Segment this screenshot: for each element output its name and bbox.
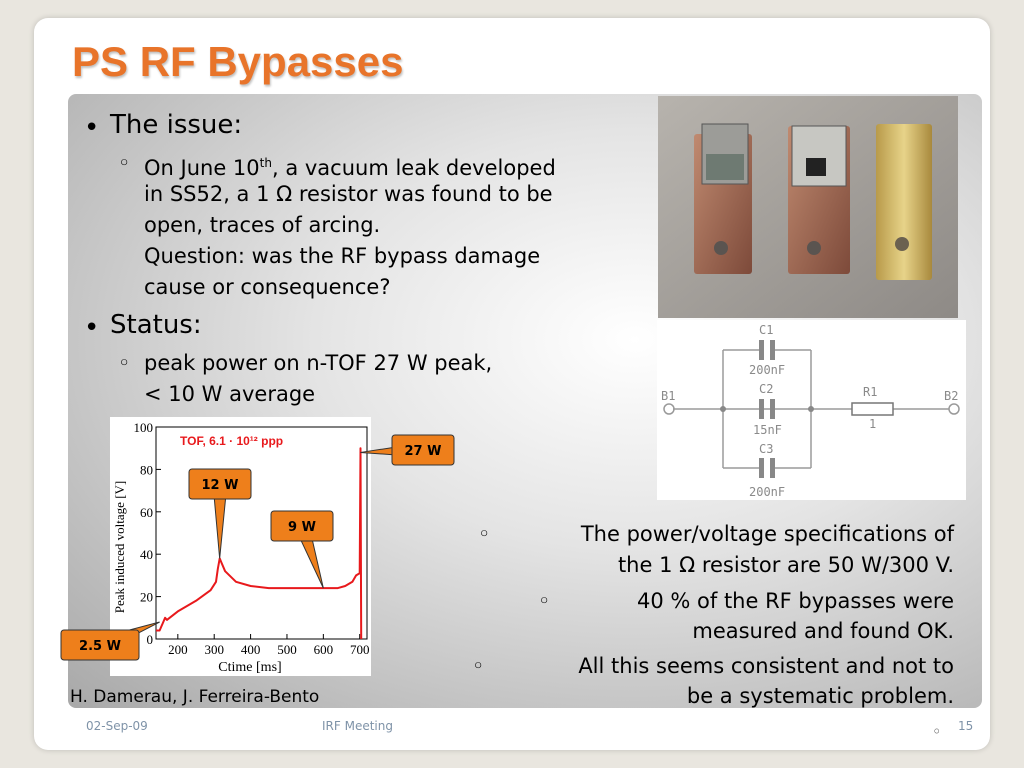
y-tick-label: 20 [140,590,153,605]
y-tick-label: 100 [134,420,154,435]
bullet-issue: The issue: [110,110,243,140]
footer-meeting: IRF Meeting [322,719,393,733]
chart-xlabel: Ctime [ms] [218,660,281,675]
sub-bullet-ring: ◦ [472,654,485,678]
note-3-line-1: All this seems consistent and not to [578,654,954,678]
x-tick-label: 400 [241,642,261,657]
voltage-chart: TOF, 6.1 · 10¹² ppp Ctime [ms] Peak indu… [110,417,371,676]
schematic-c1: C1 [759,323,773,337]
issue-line-1: On June 10th, a vacuum leak developed [144,156,556,180]
y-tick-label: 60 [140,505,153,520]
sub-bullet-ring: ◦ [478,522,491,546]
sub-bullet-ring: ◦ [118,151,131,175]
note-1-line-2: the 1 Ω resistor are 50 W/300 V. [617,553,954,577]
x-tick-label: 600 [314,642,334,657]
page-title: PS RF Bypasses [72,38,404,85]
issue-line-2: in SS52, a 1 Ω resistor was found to be [144,182,553,206]
series-line [156,447,363,640]
issue-line-3: open, traces of arcing. [144,213,381,237]
chart-ylabel: Peak induced voltage [V] [112,481,127,613]
status-line-2: < 10 W average [144,382,316,406]
bullet-status: Status: [110,310,202,340]
schematic-r1-value: 1 [869,417,876,431]
x-tick-label: 500 [277,642,297,657]
y-tick-label: 80 [140,462,153,477]
schematic-r1: R1 [863,385,877,399]
sub-bullet-ring: ◦ [538,589,551,613]
rf-bypass-schematic: B1 B2 C1 200nF C2 15nF C3 200nF R1 1 [657,320,966,500]
footer-date: 02-Sep-09 [86,719,148,733]
plot-frame [155,426,368,640]
y-tick-label: 40 [140,547,153,562]
schematic-c3-value: 200nF [749,485,785,499]
schematic-b1: B1 [661,389,675,403]
x-tick-label: 200 [168,642,188,657]
sub-bullet-ring: ◦ [118,351,131,375]
issue-line-4: Question: was the RF bypass damage [144,244,541,268]
schematic-b2: B2 [944,389,958,403]
status-line-1: peak power on n-TOF 27 W peak, [144,351,493,375]
schematic-c2-value: 15nF [753,423,782,437]
note-2-line-2: measured and found OK. [692,619,954,643]
note-2-line-1: 40 % of the RF bypasses were [637,589,954,613]
chart-title: TOF, 6.1 · 10¹² ppp [180,434,283,448]
footer-ring-icon: ◦ [932,722,942,741]
note-1-line-1: The power/voltage specifications of [580,522,954,546]
rf-bypass-photo [658,96,958,318]
schematic-c3: C3 [759,442,773,456]
bullet-dot: • [84,313,100,343]
x-tick-label: 300 [204,642,224,657]
x-tick-label: 700 [350,642,370,657]
y-tick-label: 0 [147,632,154,647]
bullet-dot: • [84,113,100,143]
schematic-c1-value: 200nF [749,363,785,377]
schematic-c2: C2 [759,382,773,396]
note-3-line-2: be a systematic problem. [686,684,954,708]
footer-page: 15 [958,719,974,733]
credit-line: H. Damerau, J. Ferreira-Bento [70,687,320,707]
issue-line-5: cause or consequence? [144,275,391,299]
